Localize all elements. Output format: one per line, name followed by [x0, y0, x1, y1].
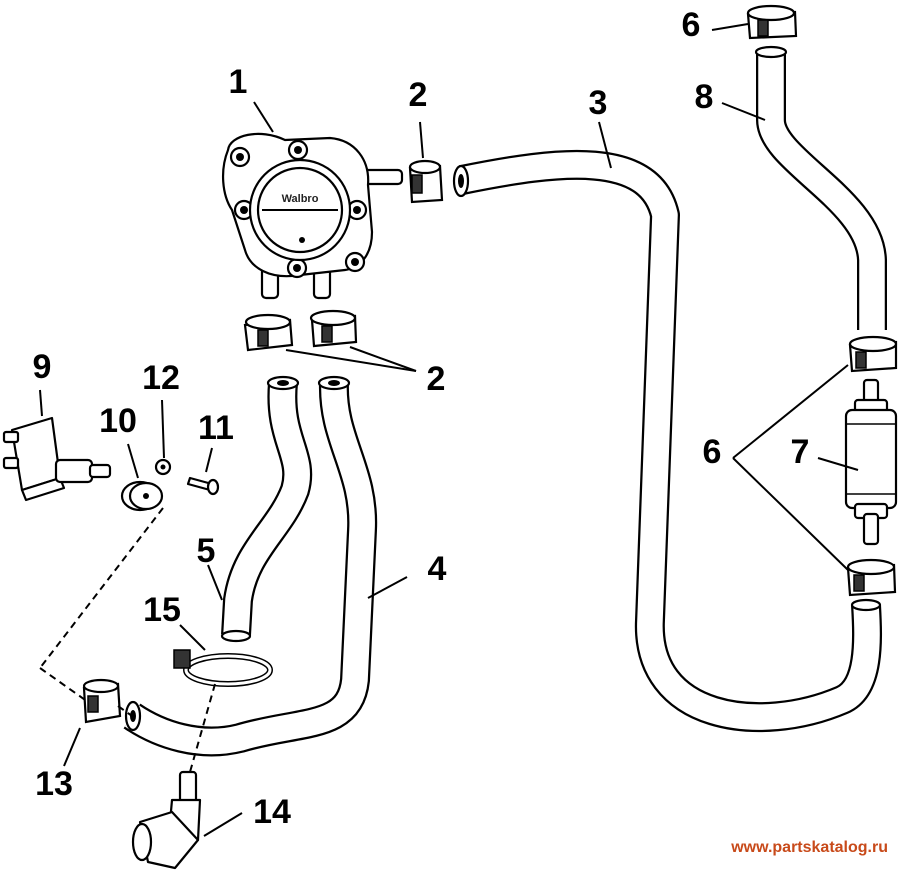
- hose-5: [220, 375, 313, 643]
- clamp-2-left: [243, 313, 294, 352]
- screw: [186, 476, 220, 496]
- hose-3: [452, 149, 883, 733]
- clamp-13: [82, 678, 122, 724]
- callout-15: 15: [143, 591, 181, 629]
- pump-brand-label: Walbro: [282, 193, 319, 205]
- callout-2-bottom: 2: [427, 360, 446, 398]
- primer-solenoid: [2, 416, 112, 502]
- callout-12: 12: [142, 359, 180, 397]
- hose-4: [123, 375, 378, 757]
- callout-6-top: 6: [682, 6, 701, 44]
- hose-clamp-ring: [173, 649, 273, 687]
- leader-lines: [39, 23, 859, 837]
- callout-7: 7: [791, 433, 810, 471]
- callout-6-mid: 6: [703, 433, 722, 471]
- washer: [154, 458, 172, 476]
- callout-13: 13: [35, 765, 73, 803]
- clamp-2-top: [408, 159, 444, 204]
- callout-8: 8: [695, 78, 714, 116]
- clamp-2-right: [309, 309, 358, 348]
- callout-1: 1: [229, 63, 248, 101]
- hose-8: [754, 45, 887, 330]
- callout-11: 11: [198, 409, 234, 447]
- callout-9: 9: [33, 348, 52, 386]
- clamp-6-mid: [848, 335, 898, 373]
- clamp-6-low: [846, 558, 897, 597]
- callout-4: 4: [428, 550, 447, 588]
- callout-2-top: 2: [409, 76, 428, 114]
- callout-5: 5: [197, 532, 216, 570]
- grommet: [120, 480, 164, 512]
- callout-3: 3: [589, 84, 608, 122]
- alignment-lines: [39, 507, 216, 773]
- elbow-fitting: [131, 770, 202, 870]
- fuel-pump: Walbro: [221, 132, 404, 300]
- watermark-text: www.partskatalog.ru: [730, 839, 888, 856]
- fuel-filter: [844, 378, 898, 546]
- callout-14: 14: [253, 793, 291, 831]
- clamp-6-top: [746, 4, 798, 40]
- callout-labels: 1 2 2 3 4 5 6 6 7 8 9 10 11 12 13 14 15: [33, 6, 810, 831]
- callout-10: 10: [99, 402, 137, 440]
